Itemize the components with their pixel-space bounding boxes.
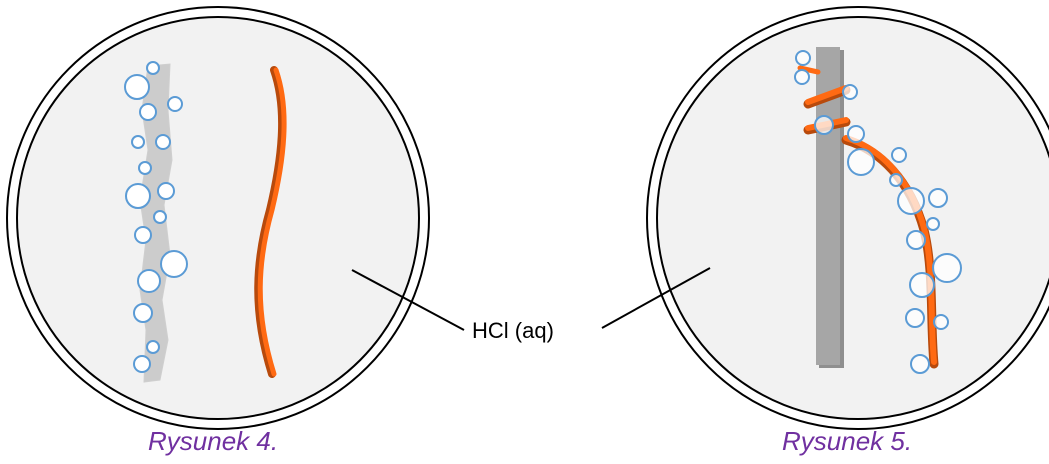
leader-line-left (351, 269, 465, 331)
bubble (146, 61, 160, 75)
bubble (905, 308, 925, 328)
bubble (160, 250, 188, 278)
bubble (906, 230, 926, 250)
bubble (133, 355, 151, 373)
label-leader-lines (351, 267, 711, 331)
bubble (157, 182, 175, 200)
bubble (928, 188, 948, 208)
figure-caption-left: Rysunek 4. (148, 426, 279, 456)
leader-line-right (601, 267, 711, 329)
bubble (933, 314, 949, 330)
bubbles-left (124, 61, 188, 373)
bubble (167, 96, 183, 112)
bubble (814, 115, 834, 135)
bubble (125, 183, 151, 209)
bubble (124, 74, 150, 100)
bubble (138, 161, 152, 175)
dish-left (6, 6, 430, 430)
bubbles-right (794, 50, 962, 374)
figure-caption-right: Rysunek 5. (782, 426, 913, 456)
bubble (155, 134, 171, 150)
bubble (847, 125, 865, 143)
copper-wire-left (254, 66, 287, 378)
bubble (926, 217, 940, 231)
bubble (842, 84, 858, 100)
bubble (909, 272, 935, 298)
bubble (137, 269, 161, 293)
bubble (889, 173, 903, 187)
bubble (146, 340, 160, 354)
bubble (153, 210, 167, 224)
bubble (891, 147, 907, 163)
dish-left-solution (16, 16, 420, 420)
bubble (897, 187, 925, 215)
solution-label: HCl (aq) (472, 318, 554, 343)
bubble (847, 148, 875, 176)
dish-right (646, 6, 1049, 430)
bubble (794, 69, 810, 85)
dish-right-solution (656, 16, 1049, 420)
bubble (131, 135, 145, 149)
bubble (910, 354, 930, 374)
bubble (139, 103, 157, 121)
bubble (932, 253, 962, 283)
bubble (133, 303, 153, 323)
bubble (795, 50, 811, 66)
bubble (134, 226, 152, 244)
